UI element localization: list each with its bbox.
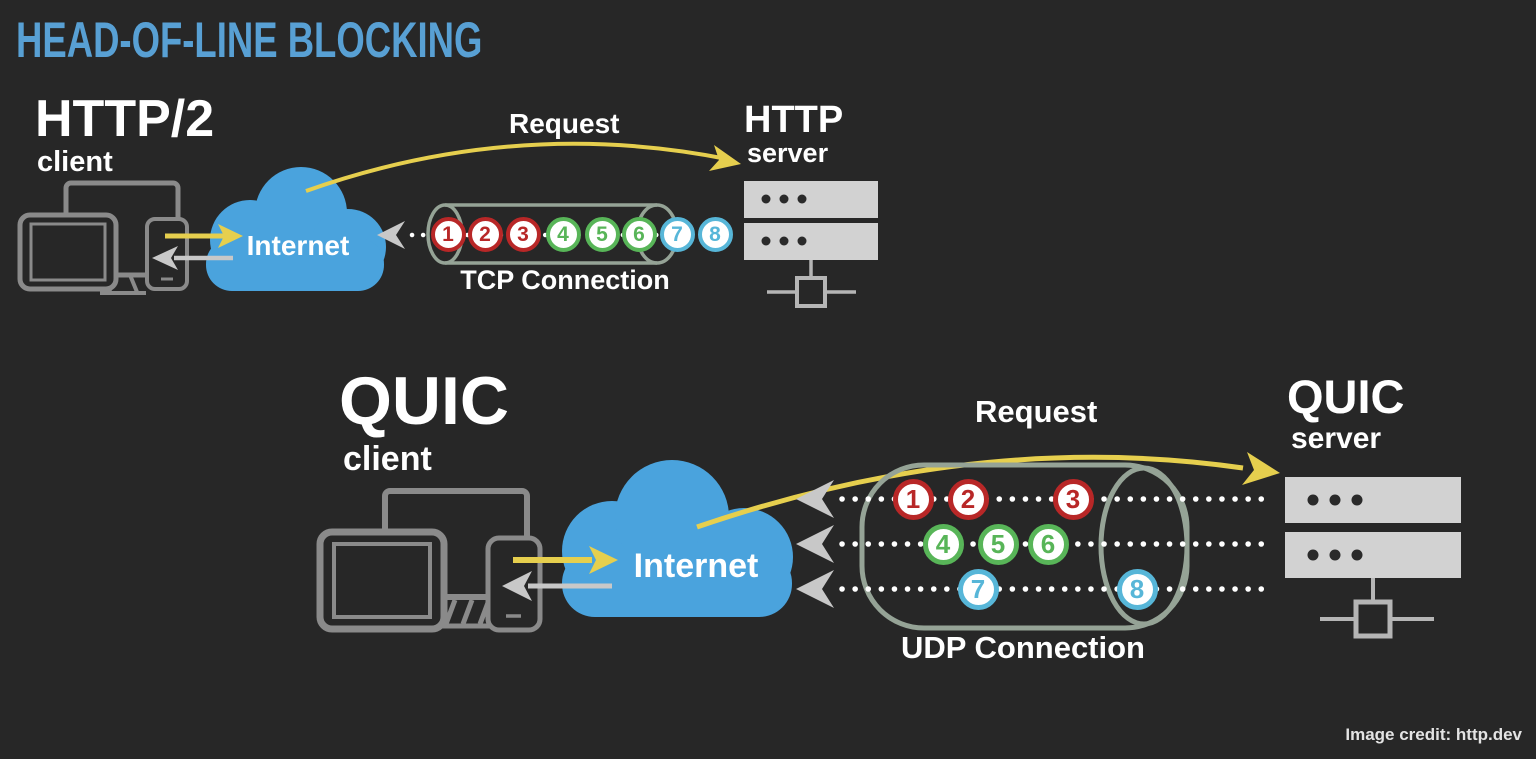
tablet-icon: [17, 212, 119, 292]
tcp-connection-tube: [426, 203, 679, 265]
tablet-icon: [316, 528, 448, 633]
tablet-screen: [29, 222, 107, 282]
internet-cloud-bottom: [562, 460, 793, 617]
http2-protocol-label: HTTP/2: [35, 90, 215, 148]
udp-stream-arrowheads: [796, 480, 834, 608]
network-node-icon: [1320, 578, 1434, 639]
tcp-connection-label: TCP Connection: [460, 265, 670, 295]
quic-download-arrow: [502, 571, 612, 601]
request-label-bottom: Request: [975, 394, 1098, 429]
http-server-label: server: [747, 138, 829, 168]
http-server-icon: [744, 181, 878, 308]
image-credit: Image credit: http.dev: [1345, 725, 1522, 744]
quic-client-devices: [316, 488, 543, 633]
quic-client-label: client: [343, 440, 432, 478]
http2-upload-arrow: [165, 224, 243, 248]
monitor-stand-icon: [434, 599, 510, 629]
udp-stream-dotted-lines: [839, 496, 1265, 592]
quic-server-label: server: [1291, 422, 1382, 455]
quic-protocol-label: QUIC: [339, 363, 509, 439]
http-server-name: HTTP: [744, 99, 844, 141]
http2-client-label: client: [37, 146, 113, 178]
request-label-top: Request: [509, 108, 620, 139]
internet-label-top: Internet: [246, 230, 350, 261]
http2-request-arrow: [305, 141, 741, 193]
tablet-screen: [332, 542, 432, 619]
quic-upload-arrow: [513, 546, 618, 574]
page-title: HEAD-OF-LINE BLOCKING: [16, 12, 483, 68]
internet-label-bottom: Internet: [633, 547, 759, 585]
network-node-icon: [767, 260, 856, 308]
tcp-stream-arrowhead: [377, 221, 405, 249]
http2-client-devices: [17, 180, 189, 295]
quic-server-icon: [1285, 477, 1461, 639]
internet-cloud-top: [206, 167, 386, 291]
udp-connection-label: UDP Connection: [901, 630, 1145, 665]
http2-download-arrow: [152, 246, 233, 270]
quic-server-name: QUIC: [1287, 370, 1405, 423]
udp-connection-tube: [859, 462, 1190, 631]
